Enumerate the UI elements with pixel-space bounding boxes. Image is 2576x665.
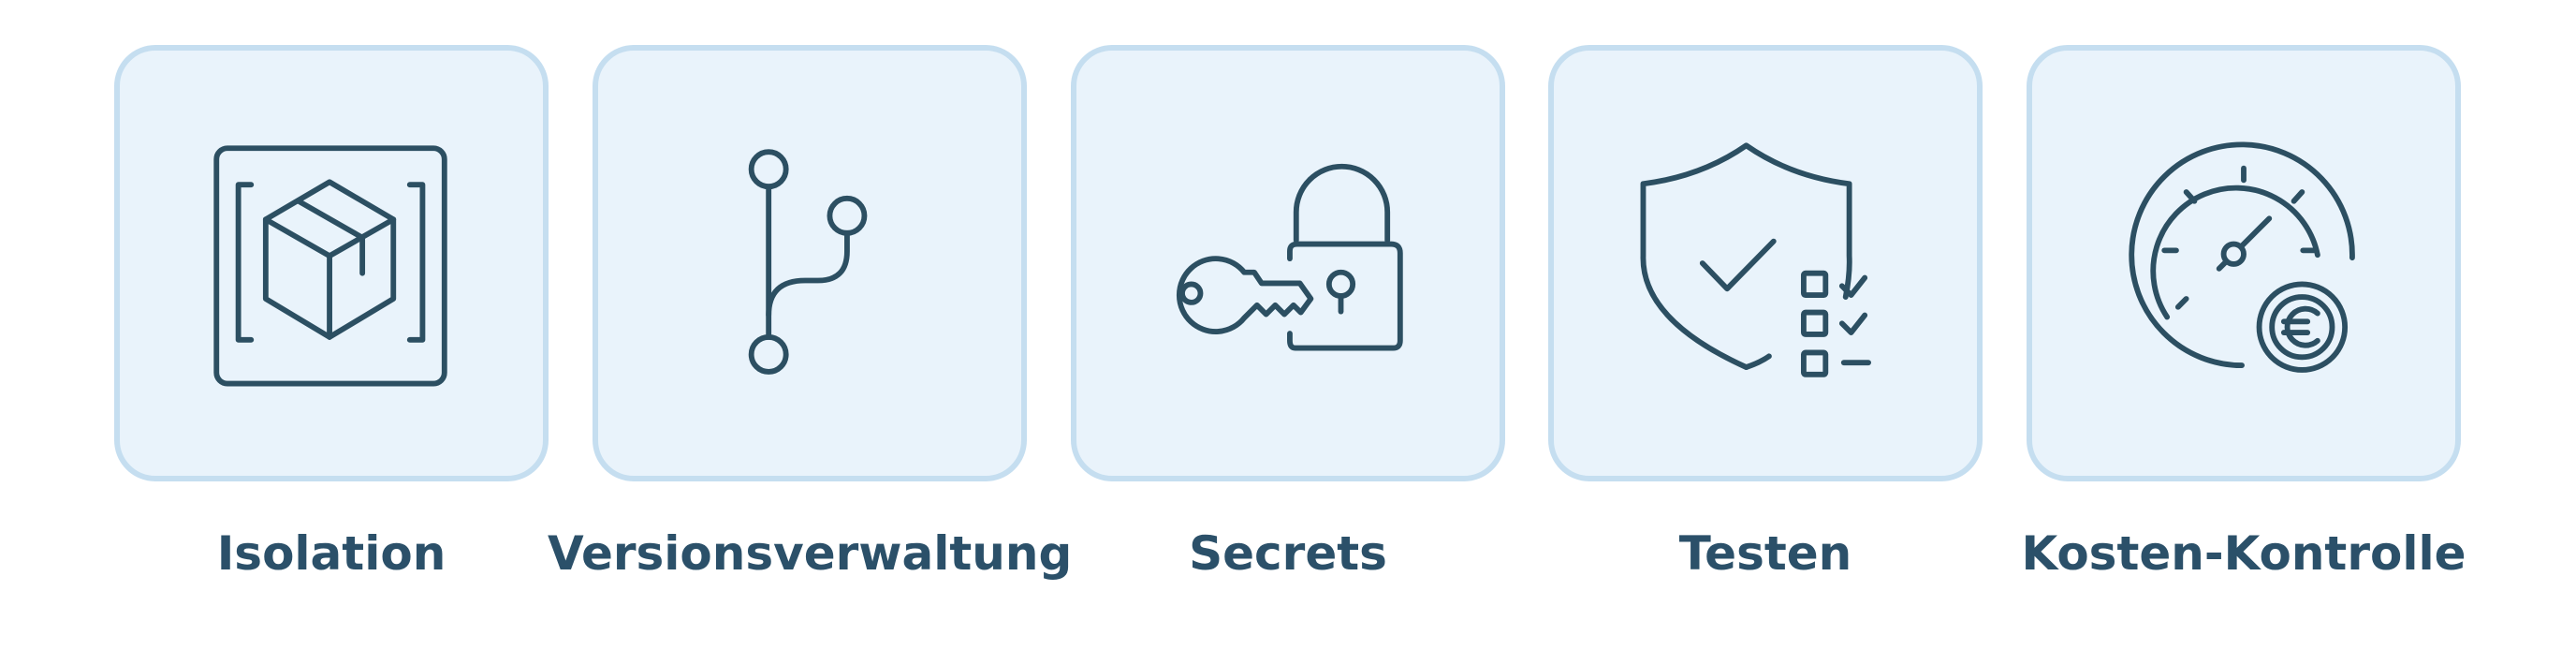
feature-tile-isolation — [114, 45, 549, 481]
feature-tile-kosten-kontrolle — [2027, 45, 2461, 481]
feature-label-testen: Testen — [1678, 526, 1852, 581]
key-and-lock-icon — [1177, 163, 1403, 351]
git-branch-icon — [748, 149, 868, 375]
feature-label-secrets: Secrets — [1189, 526, 1387, 581]
gauge-euro-icon — [2129, 141, 2355, 373]
feature-label-kosten-kontrolle: Kosten-Kontrolle — [2021, 526, 2466, 581]
shield-checklist-icon — [1640, 142, 1871, 377]
feature-tile-testen — [1548, 45, 1983, 481]
feature-tile-versionsverwaltung — [593, 45, 1027, 481]
feature-label-isolation: Isolation — [216, 526, 446, 581]
feature-label-versionsverwaltung: Versionsverwaltung — [548, 526, 1073, 581]
container-box-icon — [213, 145, 447, 387]
feature-tile-secrets — [1071, 45, 1505, 481]
